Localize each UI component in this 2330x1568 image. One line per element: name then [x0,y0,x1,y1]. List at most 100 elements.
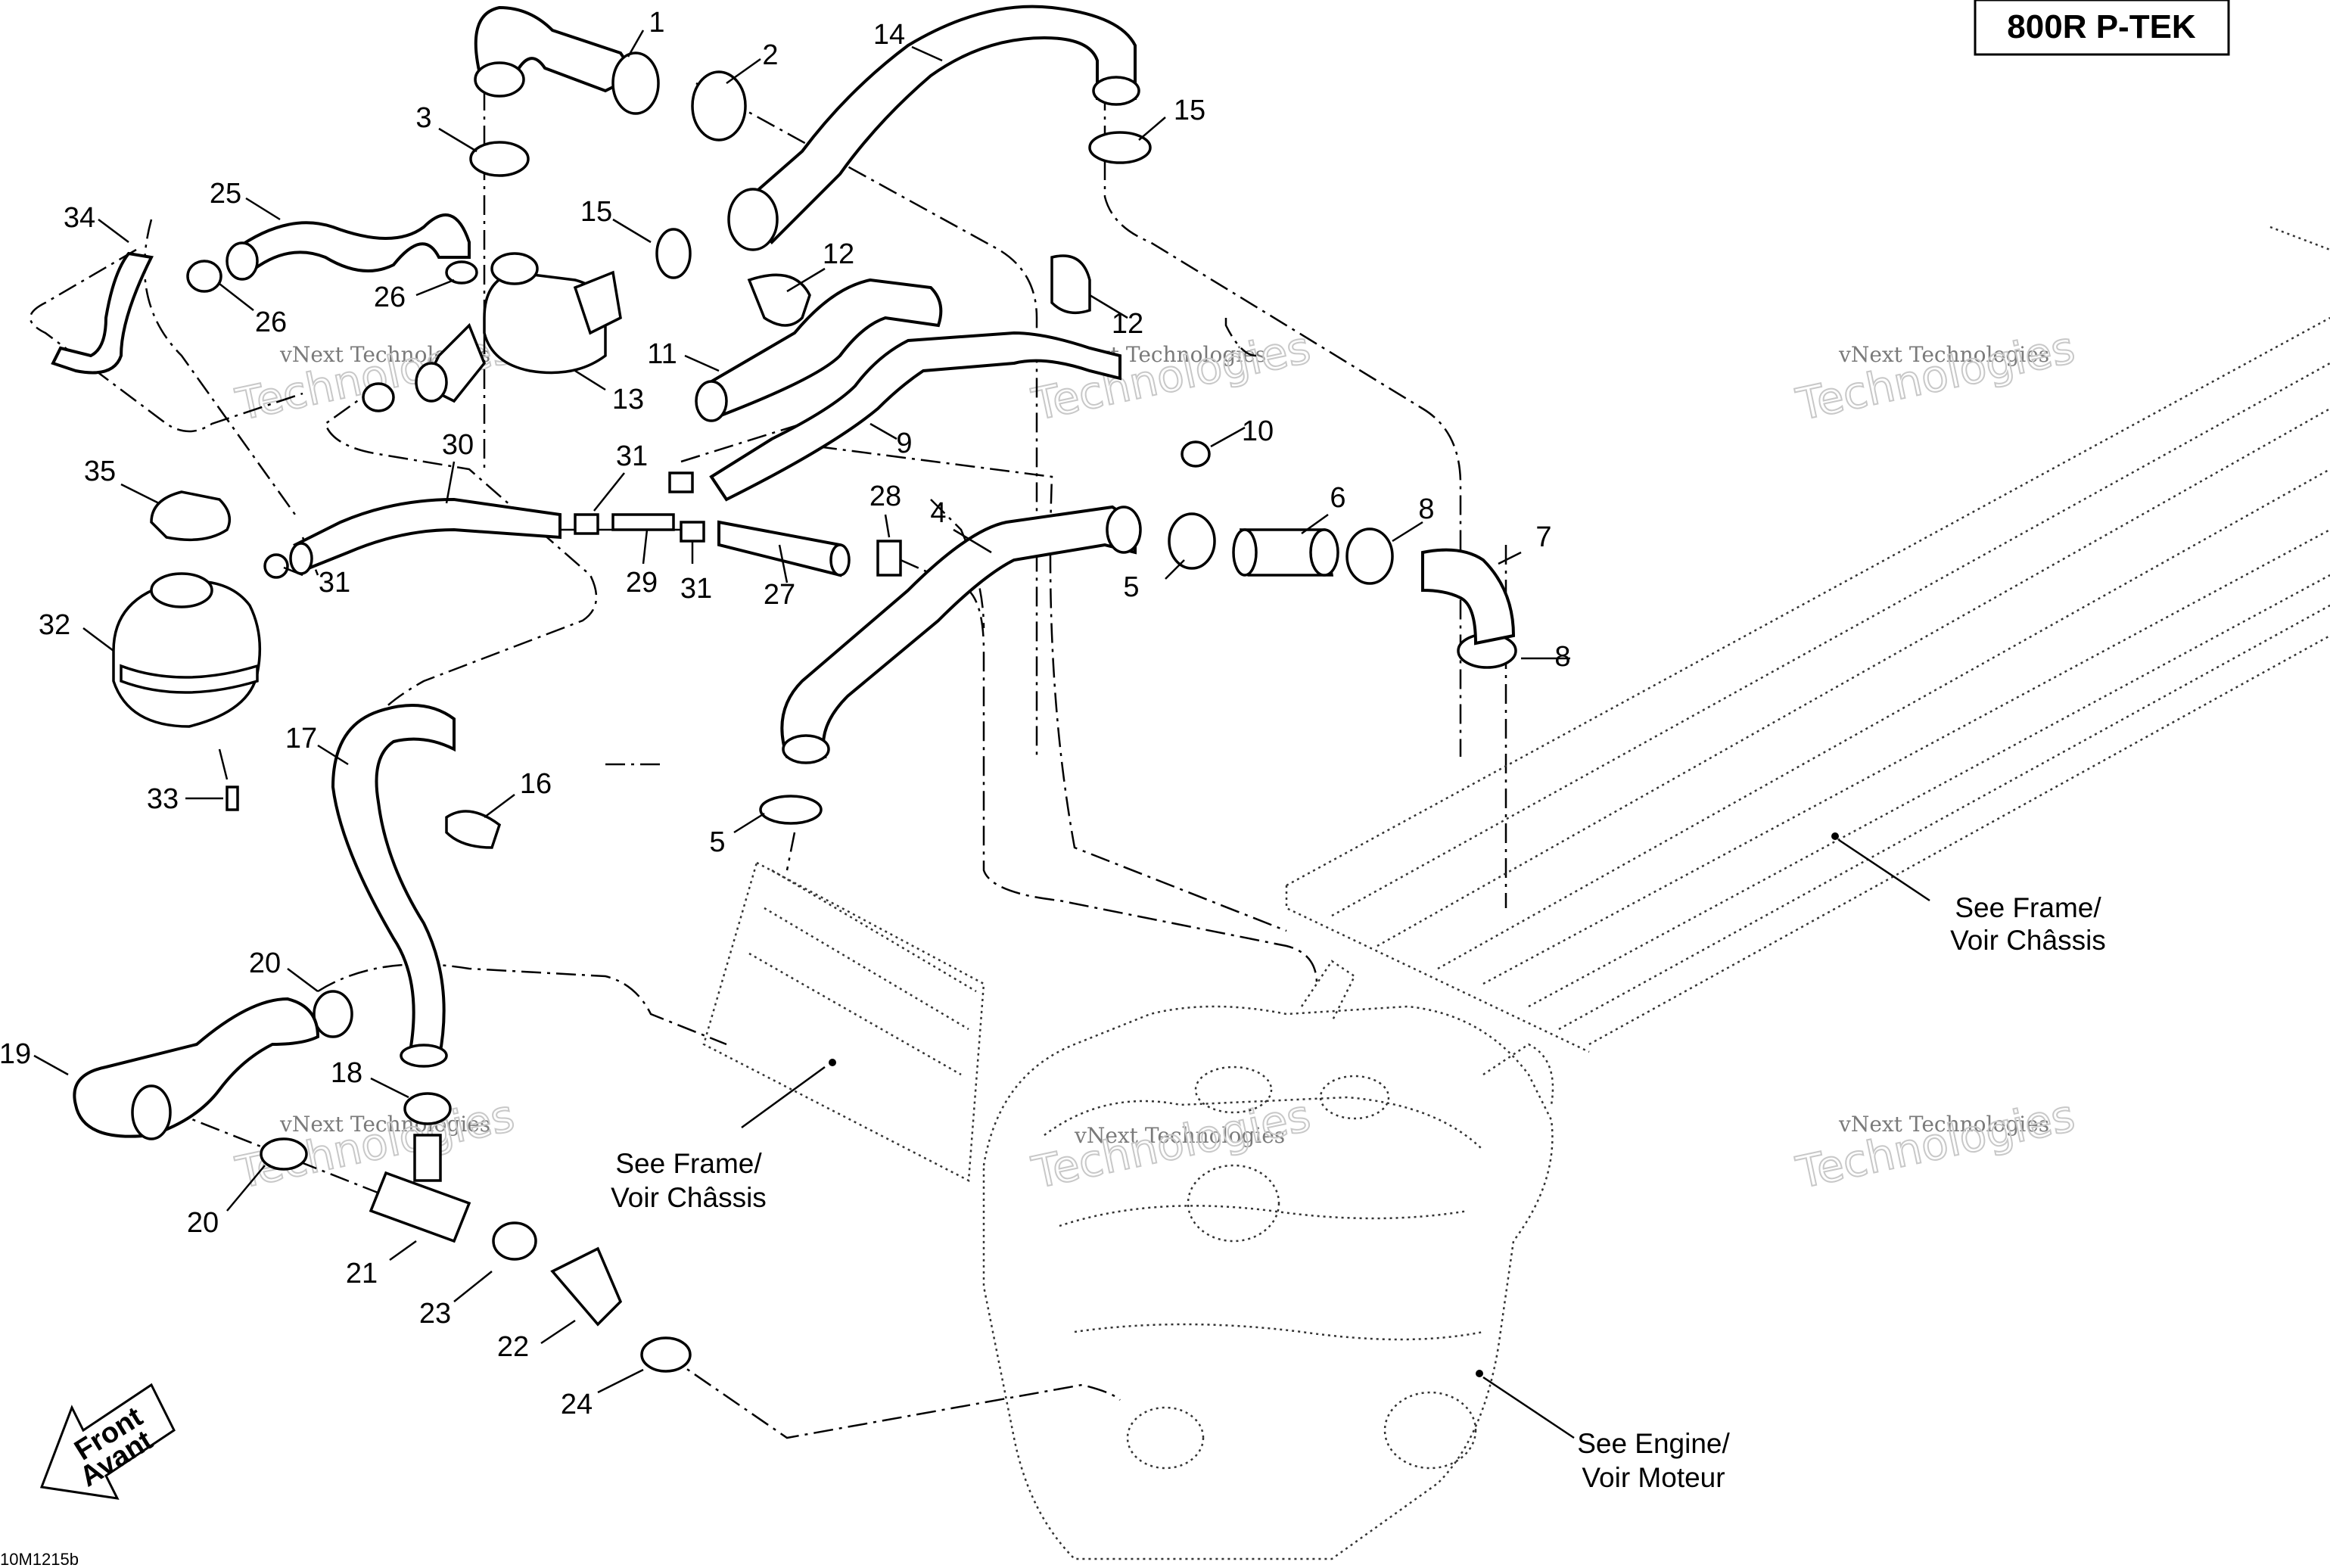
callout-31: 31 [319,567,350,599]
see-frame-note: See Frame/ [615,1148,762,1179]
callout-15: 15 [580,196,612,228]
callout-8: 8 [1554,641,1570,673]
hose-25 [232,213,471,275]
callout-14: 14 [873,19,905,51]
callout-28: 28 [869,481,901,512]
hose-11-end [695,380,728,422]
callout-26: 26 [374,282,406,313]
callout-25: 25 [210,178,241,210]
voir-chassis-note: Voir Châssis [611,1182,767,1213]
sleeve-22 [550,1246,623,1327]
clamp-31 [263,553,289,579]
clamp-near-13 [362,382,395,412]
watermark-text: vNext Technologies [1838,1112,2049,1137]
callout-32: 32 [39,609,70,641]
clamp-24 [640,1336,692,1373]
watermarks: vNext Technologies Technologies vNext Te… [231,321,2080,1199]
watermark-logo: Technologies [1792,322,2080,431]
callout-31: 31 [616,440,648,472]
clamp-20 [260,1137,308,1171]
callout-11: 11 [647,338,677,370]
drawing-code: 10M1215b [0,1550,79,1568]
callout-26: 26 [255,306,287,338]
callout-16: 16 [520,768,552,800]
front-direction-arrow: Front Avant [39,1383,176,1500]
callout-20: 20 [187,1207,219,1239]
callout-23: 23 [419,1298,451,1330]
clamp-31 [574,513,599,535]
callout-19: 19 [0,1038,31,1070]
callout-20: 20 [249,947,281,979]
voir-moteur-note: Voir Moteur [1582,1462,1725,1493]
watermark-logo: Technologies [1028,322,1315,431]
callout-18: 18 [331,1057,362,1089]
callout-21: 21 [346,1258,378,1290]
elbow-7 [1421,548,1516,646]
model-badge-text: 800R P-TEK [2007,8,2196,45]
hose-14 [739,5,1137,244]
callout-31: 31 [680,573,712,605]
clamp-8 [1345,527,1394,585]
callout-34: 34 [64,202,95,234]
watermark-logo: Technologies [1792,1090,2080,1199]
callout-7: 7 [1535,521,1551,553]
model-badge: 800R P-TEK [1974,0,2230,56]
callout-12: 12 [823,238,854,270]
callout-10: 10 [1242,415,1274,447]
hose-11 [701,278,943,418]
clamp-31 [680,521,705,543]
callout-9: 9 [896,428,912,459]
heat-exchanger-outline [1285,226,2330,1053]
clamp-26 [445,260,478,285]
clamp-3 [469,141,530,177]
hose-34 [51,251,154,375]
callout-33: 33 [147,783,179,815]
callout-8: 8 [1418,493,1434,525]
hose-9 [709,331,1121,502]
clip-16 [445,810,502,849]
hose-17 [331,704,456,1061]
callout-1: 1 [649,7,664,39]
callout-4: 4 [930,497,946,529]
see-frame-note: See Frame/ [1955,892,2101,923]
callout-22: 22 [497,1331,529,1363]
watermark-logo: Technologies [1028,1090,1315,1199]
callout-17: 17 [285,723,317,754]
clip-28 [876,540,902,577]
see-engine-note: See Engine/ [1577,1428,1730,1459]
clamp-26 [186,260,222,293]
tee-21 [369,1171,471,1243]
callout-6: 6 [1330,482,1345,514]
clamp-23 [492,1221,537,1261]
callout-12: 12 [1112,308,1143,340]
clamp-2 [691,70,747,142]
engine-outline [982,960,1554,1560]
callout-5: 5 [1123,571,1139,603]
callout-35: 35 [84,456,116,487]
pressure-cap-35 [150,490,232,542]
parts-drawing: Front Avant [39,5,2330,1560]
hose-30 [293,497,562,570]
hose-14-end [1092,76,1140,106]
callout-2: 2 [762,39,778,71]
hose-1-end [611,51,660,115]
callout-15: 15 [1174,95,1205,126]
radiator-outline [702,861,985,1182]
connector-29 [611,513,675,531]
callout-13: 13 [612,384,644,415]
hose-14-end [727,188,779,251]
watermark-text: vNext Technologies [1074,1123,1285,1148]
clip-12 [1050,254,1091,315]
clamp-15 [1088,131,1152,164]
hose-25-end [226,241,259,281]
clamp-5 [1168,512,1216,570]
screw-33 [226,786,239,811]
callout-24: 24 [561,1389,593,1420]
voir-chassis-note: Voir Châssis [1950,925,2106,956]
hose-1-end [474,61,525,98]
watermark-text: vNext Technologies [1838,342,2049,367]
watermark-text: vNext Technologies [279,1112,490,1137]
callout-numbers: 1 2 3 14 15 34 25 15 26 26 12 12 11 13 9… [0,7,1571,1420]
clamp-20 [313,990,353,1038]
